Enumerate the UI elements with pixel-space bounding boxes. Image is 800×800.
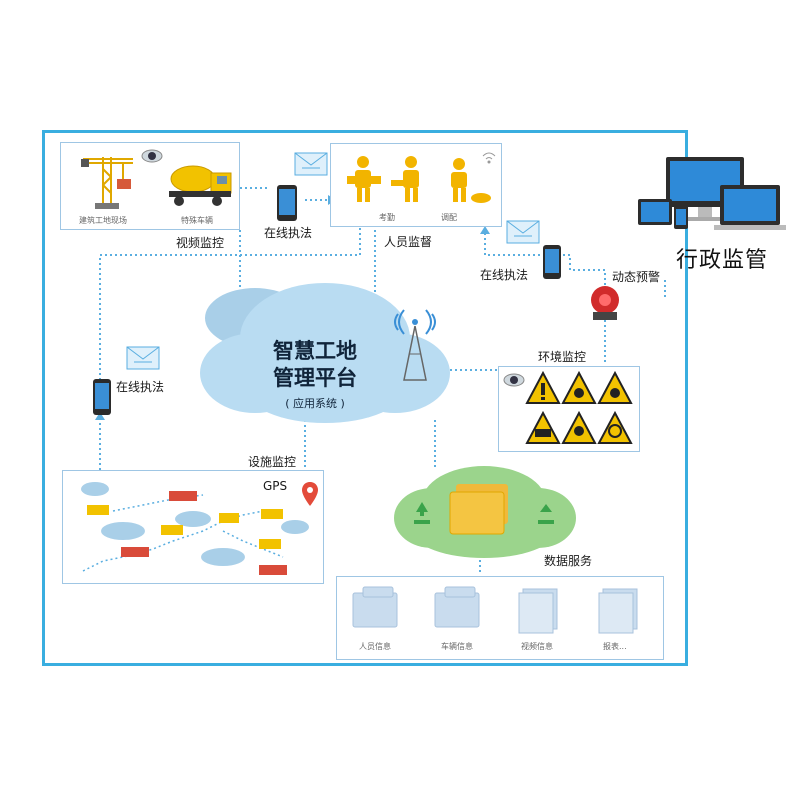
data-item-vehicle: 车辆信息 xyxy=(441,642,473,651)
camera-icon xyxy=(503,373,525,387)
wifi-icon xyxy=(482,152,496,164)
phone-icon xyxy=(543,245,561,279)
data-service-label: 数据服务 xyxy=(544,554,593,568)
platform-title-line2: 管理平台 xyxy=(273,366,357,390)
facility-label: 设施监控 xyxy=(248,455,297,469)
video-item-vehicle: 特殊车辆 xyxy=(181,216,213,225)
dynamic-alarm-label: 动态预警 xyxy=(612,270,661,284)
vehicle-map xyxy=(81,482,309,575)
alarm-bell-icon xyxy=(591,286,619,320)
personnel-box: 考勤 调配 xyxy=(330,143,502,227)
platform-cloud xyxy=(200,283,450,423)
phone-icon xyxy=(93,379,111,415)
video-item-site: 建筑工地现场 xyxy=(79,216,127,225)
data-items-box: 人员信息 车辆信息 视频信息 报表... xyxy=(336,576,664,660)
online-enforcement-label-left: 在线执法 xyxy=(116,380,165,394)
environment-label: 环境监控 xyxy=(538,350,587,364)
hazard-signs-icon xyxy=(525,370,633,444)
tower-crane-icon xyxy=(81,157,133,209)
platform-title-line1: 智慧工地 xyxy=(273,339,357,363)
online-enforcement-label-top: 在线执法 xyxy=(264,226,313,240)
camera-icon xyxy=(141,149,163,163)
video-monitoring-label: 视频监控 xyxy=(176,236,225,250)
map-pin-icon xyxy=(302,482,318,506)
online-enforcement-label-right: 在线执法 xyxy=(480,268,529,282)
personnel-label: 人员监督 xyxy=(384,235,433,249)
envelope-icon xyxy=(126,346,160,370)
data-item-video: 视频信息 xyxy=(521,642,553,651)
platform-subtitle: ( 应用系统 ) xyxy=(285,397,345,410)
data-folders-icon xyxy=(352,586,638,634)
workers-icon xyxy=(347,156,491,203)
video-monitoring-box: 建筑工地现场 特殊车辆 xyxy=(60,142,240,230)
data-item-report: 报表... xyxy=(603,642,627,651)
envelope-icon xyxy=(294,152,328,176)
admin-supervision-label: 行政监管 xyxy=(676,248,769,273)
environment-box xyxy=(498,366,640,452)
personnel-item-dispatch: 调配 xyxy=(441,213,457,222)
antenna-tower-icon xyxy=(394,309,436,381)
data-item-personnel: 人员信息 xyxy=(359,642,391,651)
gps-label: GPS xyxy=(263,479,288,493)
system-frame xyxy=(42,130,688,666)
facility-box: GPS xyxy=(62,470,324,584)
mixer-truck-icon xyxy=(169,165,232,206)
data-service-cloud xyxy=(394,466,576,558)
envelope-icon xyxy=(506,220,540,244)
phone-icon xyxy=(277,185,297,221)
computer-devices-icon xyxy=(638,157,786,230)
personnel-item-attendance: 考勤 xyxy=(379,213,395,222)
